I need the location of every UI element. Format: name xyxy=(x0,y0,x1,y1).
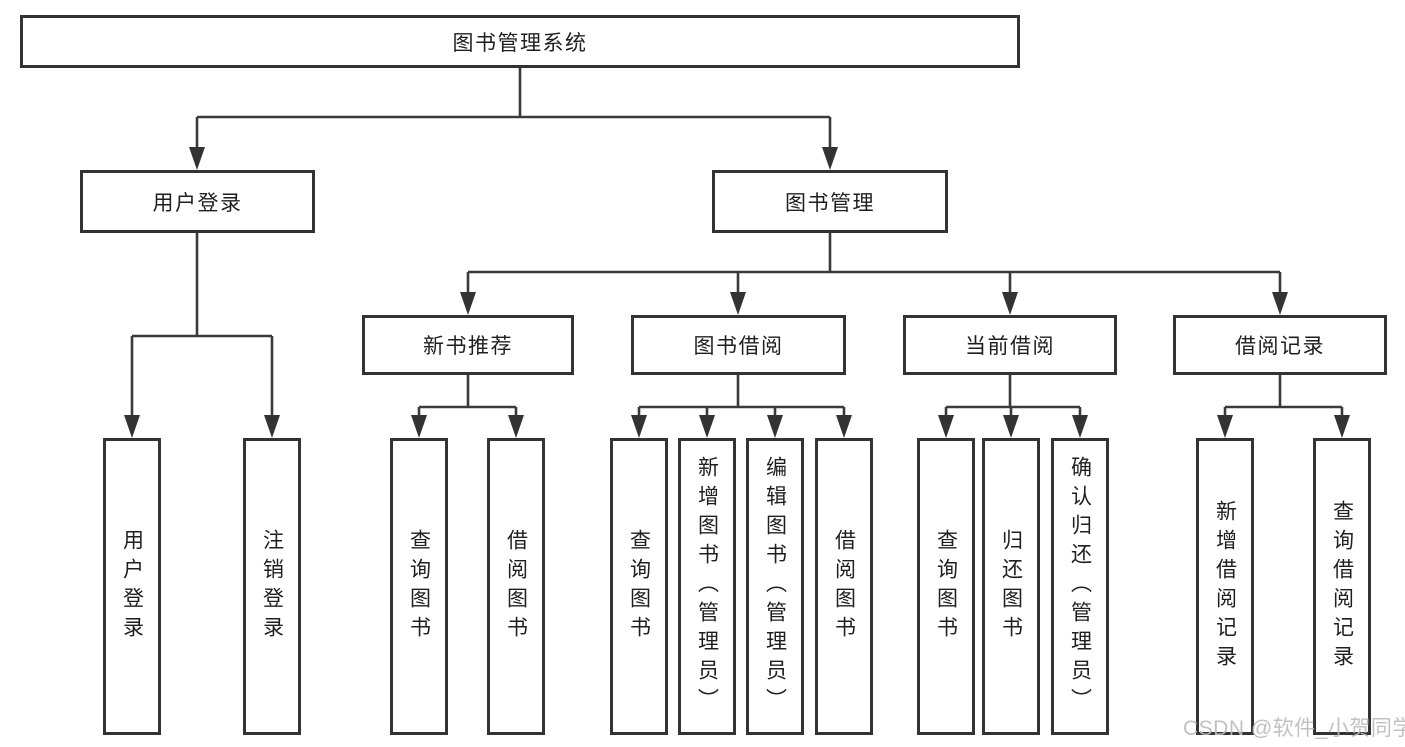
node-borrowing-records: 借阅记录 xyxy=(1173,315,1387,375)
leaf-return-books: 归还图书 xyxy=(982,438,1040,735)
leaf-add-borrow-record: 新增借阅记录 xyxy=(1196,438,1254,735)
node-label: 图书管理系统 xyxy=(452,31,588,55)
node-label: 新增借阅记录 xyxy=(1213,499,1237,674)
node-label: 确认归还（管理员） xyxy=(1068,456,1092,717)
leaf-borrow-books-borrowing: 借阅图书 xyxy=(815,438,873,735)
node-new-book-recommendation: 新书推荐 xyxy=(362,315,574,375)
node-label: 新增图书（管理员） xyxy=(695,456,719,717)
node-book-management: 图书管理 xyxy=(712,170,948,233)
node-label: 查询借阅记录 xyxy=(1330,499,1354,674)
node-label: 查询图书 xyxy=(627,528,651,645)
node-label: 编辑图书（管理员） xyxy=(763,456,787,717)
leaf-query-books-recommend: 查询图书 xyxy=(390,438,448,735)
leaf-edit-book-admin: 编辑图书（管理员） xyxy=(746,438,804,735)
leaf-borrow-books-recommend: 借阅图书 xyxy=(487,438,545,735)
leaf-user-login: 用户登录 xyxy=(103,438,161,735)
csdn-watermark: CSDN @软件_小贺同学 xyxy=(1183,717,1405,740)
node-label: 注销登录 xyxy=(260,528,284,645)
leaf-add-book-admin: 新增图书（管理员） xyxy=(678,438,736,735)
leaf-logout: 注销登录 xyxy=(243,438,301,735)
node-book-management-system: 图书管理系统 xyxy=(20,15,1020,68)
leaf-query-borrow-record: 查询借阅记录 xyxy=(1313,438,1371,735)
arrowhead-icons xyxy=(124,147,1350,438)
node-label: 借阅图书 xyxy=(504,528,528,645)
node-label: 用户登录 xyxy=(120,528,144,645)
node-label: 新书推荐 xyxy=(423,335,513,358)
leaf-query-books-current: 查询图书 xyxy=(917,438,975,735)
node-label: 借阅图书 xyxy=(832,528,856,645)
node-label: 图书管理 xyxy=(785,191,875,215)
node-label: 查询图书 xyxy=(407,528,431,645)
node-label: 当前借阅 xyxy=(965,335,1055,358)
node-label: 借阅记录 xyxy=(1235,335,1325,358)
node-label: 查询图书 xyxy=(934,528,958,645)
node-current-borrowing: 当前借阅 xyxy=(903,315,1117,375)
leaf-confirm-return-admin: 确认归还（管理员） xyxy=(1051,438,1109,735)
node-label: 图书借阅 xyxy=(693,335,784,358)
node-label: 归还图书 xyxy=(999,528,1023,645)
node-user-login: 用户登录 xyxy=(80,170,315,233)
node-label: 用户登录 xyxy=(152,191,243,215)
leaf-query-books-borrowing: 查询图书 xyxy=(610,438,668,735)
node-book-borrowing: 图书借阅 xyxy=(631,315,846,375)
